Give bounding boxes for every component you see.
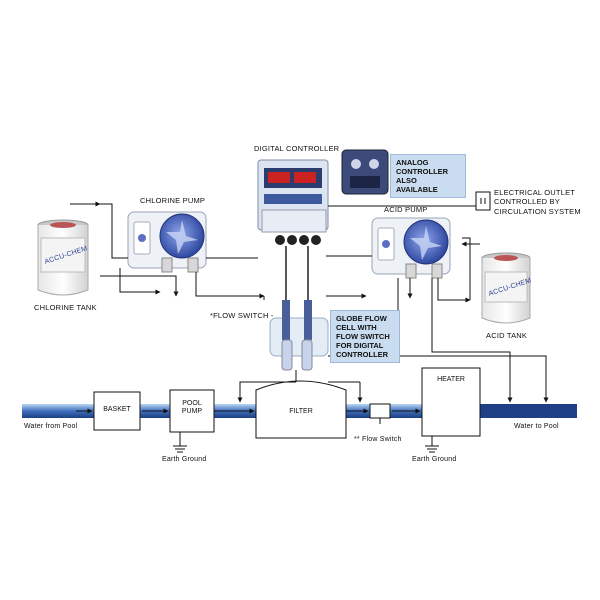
analog-note-line: CONTROLLER	[396, 167, 449, 176]
basket-box	[93, 391, 141, 431]
acid-tank	[481, 252, 531, 324]
outlet-note-line: ELECTRICAL OUTLET	[494, 188, 576, 197]
flow-switch-star-label: *FLOW SWITCH -	[210, 311, 274, 320]
earth-ground-label: Earth Ground	[412, 456, 457, 463]
earth-ground-icon	[425, 436, 439, 453]
analog-note-line: ANALOG	[396, 158, 429, 167]
basket-label: BASKET	[103, 406, 131, 413]
flow-switch-box	[369, 403, 391, 424]
filter-box	[255, 380, 347, 439]
digital-controller	[257, 159, 329, 245]
electrical-outlet-icon	[475, 191, 491, 211]
outlet-note-line: CIRCULATION SYSTEM	[494, 206, 581, 216]
earth-ground-icon	[173, 432, 187, 453]
chlorine-pump	[127, 211, 207, 273]
globe-note-line: FLOW SWITCH	[336, 332, 390, 341]
electrical-outlet-note: ELECTRICAL OUTLET CONTROLLED BY CIRCULAT…	[494, 188, 581, 216]
filter-label: FILTER	[289, 408, 313, 415]
acid-pump-label: ACID PUMP	[384, 205, 428, 214]
globe-flow-cell-note: GLOBE FLOW CELL WITH FLOW SWITCH FOR DIG…	[330, 310, 400, 363]
analog-controller	[341, 149, 389, 195]
globe-note-line: FOR DIGITAL	[336, 341, 384, 350]
water-from-pool-label: Water from Pool	[24, 423, 78, 430]
globe-flow-cell	[269, 300, 329, 382]
pool-pump-label-line: POOL	[182, 400, 202, 407]
chlorine-pump-label: CHLORINE PUMP	[140, 196, 206, 205]
globe-note-line: CONTROLLER	[336, 350, 389, 359]
flow-switch-double-label: ** Flow Switch	[354, 436, 402, 443]
acid-pump	[371, 217, 451, 279]
controller-cables	[285, 246, 309, 300]
pool-pump-box	[169, 389, 215, 433]
chlorine-tank	[37, 219, 89, 296]
globe-note-line: GLOBE FLOW	[336, 314, 387, 323]
analog-controller-note: ANALOG CONTROLLER ALSO AVAILABLE	[390, 154, 466, 198]
pool-pump-label-line: PUMP	[181, 408, 203, 416]
outlet-note-line: CONTROLLED BY	[494, 197, 560, 207]
analog-note-line: ALSO AVAILABLE	[396, 176, 438, 194]
pool-pump-label: POOL PUMP	[170, 400, 214, 417]
chlorine-tank-label: CHLORINE TANK	[34, 303, 97, 312]
digital-controller-label: DIGITAL CONTROLLER	[254, 144, 340, 153]
globe-note-line: CELL WITH	[336, 323, 377, 332]
heater-box	[421, 367, 481, 437]
heater-label: HEATER	[437, 376, 465, 383]
earth-ground-label: Earth Ground	[162, 456, 207, 463]
acid-tank-label: ACID TANK	[486, 331, 528, 340]
water-to-pool-label: Water to Pool	[514, 423, 559, 430]
